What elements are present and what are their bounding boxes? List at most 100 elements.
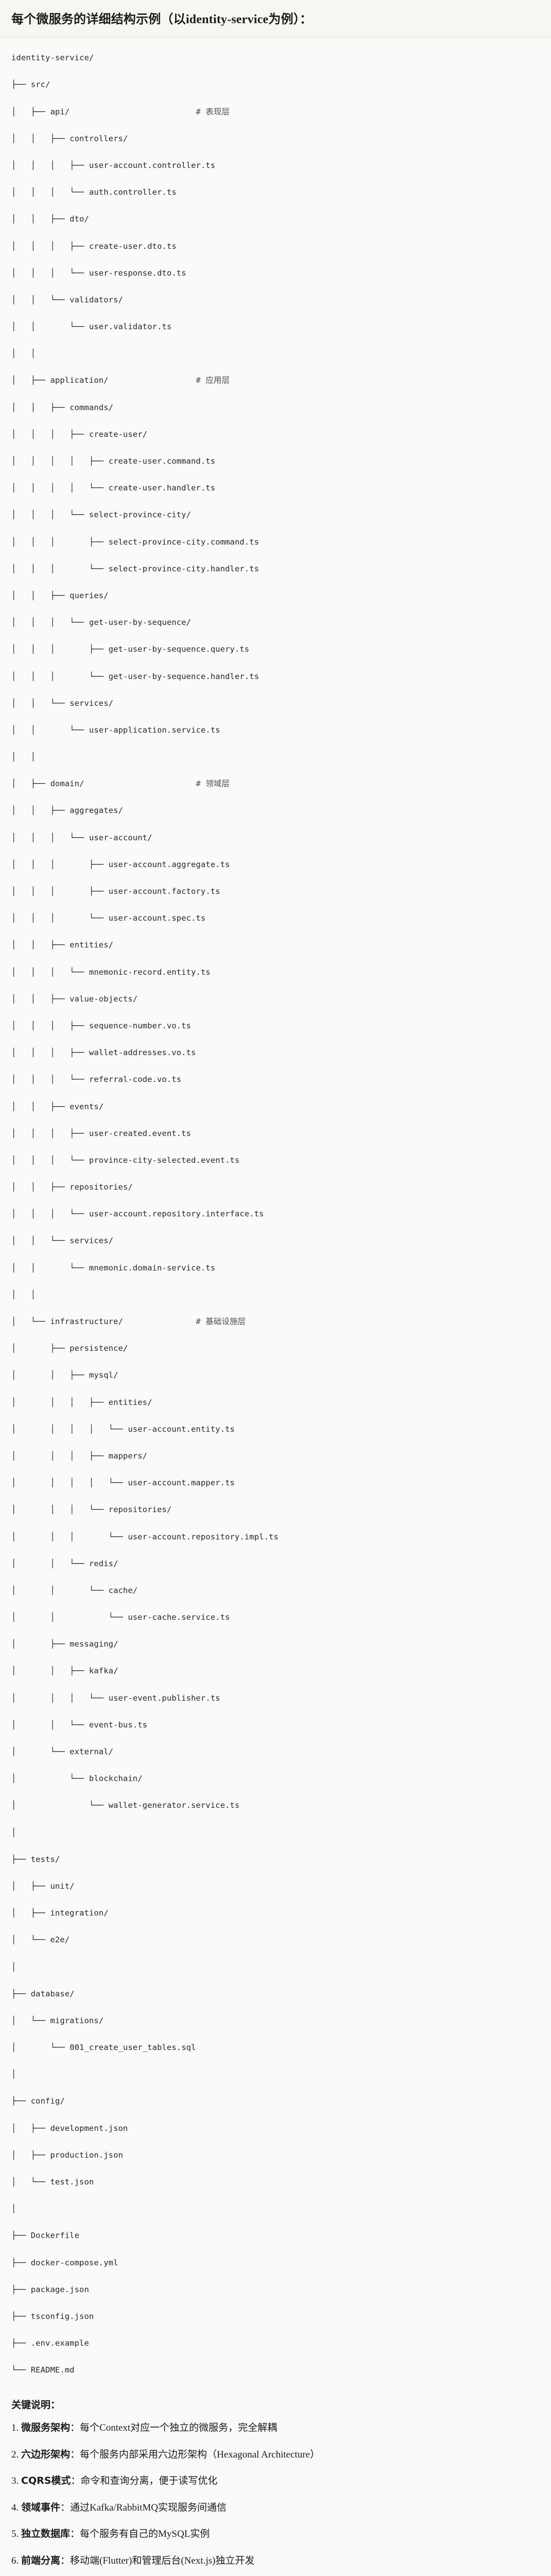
key-note-text: ：命令和查询分离，便于读写优化: [71, 2476, 218, 2487]
tree-line: │ └── infrastructure/ # 基础设施层: [11, 1315, 540, 1328]
tree-line: │ │ └── cache/: [11, 1585, 138, 1595]
key-note-item: 2. 六边形架构：每个服务内部采用六边形架构（Hexagonal Archite…: [11, 2447, 540, 2462]
tree-line: │ │ ├── commands/: [11, 402, 114, 412]
tree-line: │ └── 001_create_user_tables.sql: [11, 2043, 196, 2053]
tree-line: │ │ │ └── user-account/: [11, 833, 152, 842]
tree-line-path: │ ├── application/: [11, 376, 196, 385]
tree-line: │ │ │ ├── create-user.dto.ts: [11, 241, 177, 251]
tree-line: │ │ │ ├── user-account.controller.ts: [11, 160, 216, 170]
tree-line: │ │ │ └── select-province-city.handler.t…: [11, 564, 260, 573]
tree-line: │ │ │ └── user-account.repository.interf…: [11, 1209, 264, 1219]
tree-line: │: [11, 2204, 16, 2214]
tree-line: │ └── test.json: [11, 2177, 94, 2187]
key-note-item: 3. CQRS模式：命令和查询分离，便于读写优化: [11, 2473, 540, 2488]
tree-line: │ │ ├── controllers/: [11, 133, 128, 143]
key-note-item: 5. 独立数据库：每个服务有自己的MySQL实例: [11, 2527, 540, 2541]
tree-line: │ │ ├── dto/: [11, 214, 89, 224]
key-note-text: ：移动端(Flutter)和管理后台(Next.js)独立开发: [60, 2555, 255, 2566]
tree-line: │ │ │ ├── mappers/: [11, 1451, 148, 1461]
tree-line: │ │ ├── value-objects/: [11, 994, 138, 1004]
page-title-service-name: identity-service: [185, 13, 269, 26]
key-note-text: ：通过Kafka/RabbitMQ实现服务间通信: [60, 2502, 227, 2513]
tree-line: │ │ │ ├── create-user/: [11, 429, 148, 439]
tree-line: ├── Dockerfile: [11, 2231, 80, 2241]
key-note-item: 4. 领域事件：通过Kafka/RabbitMQ实现服务间通信: [11, 2500, 540, 2515]
key-note-item: 1. 微服务架构：每个Context对应一个独立的微服务，完全解耦: [11, 2420, 540, 2435]
tree-line: │ ├── integration/: [11, 1908, 109, 1918]
tree-line: │ │ │ └── get-user-by-sequence/: [11, 618, 191, 628]
tree-line: │ ├── persistence/: [11, 1344, 128, 1353]
tree-line: ├── tsconfig.json: [11, 2311, 94, 2321]
tree-line: ├── config/: [11, 2096, 65, 2106]
tree-line-path: │ └── infrastructure/: [11, 1317, 196, 1326]
tree-line: │ │ │ └── user-account.repository.impl.t…: [11, 1532, 279, 1541]
tree-line: │ │ ├── events/: [11, 1101, 104, 1111]
tree-line: │ ├── application/ # 应用层: [11, 374, 540, 387]
tree-line: │ │ └── validators/: [11, 295, 123, 304]
key-note-label: 微服务架构: [21, 2422, 71, 2434]
tree-line: │ │ │ └── auth.controller.ts: [11, 188, 177, 197]
tree-line: │ └── external/: [11, 1747, 114, 1756]
tree-line: │ │ ├── queries/: [11, 590, 109, 600]
tree-line: │ │ └── redis/: [11, 1558, 118, 1568]
tree-line: ├── database/: [11, 1989, 75, 1998]
tree-line: │ │ │ └── user-response.dto.ts: [11, 268, 186, 278]
page-title-prefix: 每个微服务的详细结构示例（以: [11, 12, 186, 26]
tree-line-comment: # 应用层: [196, 376, 230, 385]
tree-line: │ │ │ ├── select-province-city.command.t…: [11, 537, 260, 547]
tree-line: │ │ ├── mysql/: [11, 1370, 118, 1380]
tree-line: │ └── e2e/: [11, 1935, 70, 1945]
tree-line: │ │ │ ├── entities/: [11, 1397, 152, 1407]
tree-line: │ │: [11, 752, 36, 762]
tree-line: │: [11, 2070, 16, 2079]
tree-line: │ └── wallet-generator.service.ts: [11, 1801, 240, 1810]
tree-line-path: │ ├── domain/: [11, 779, 196, 789]
tree-line: │ │ └── event-bus.ts: [11, 1720, 148, 1730]
page-title: 每个微服务的详细结构示例（以identity-service为例）：: [11, 11, 540, 28]
tree-line: │ ├── api/ # 表现层: [11, 105, 540, 118]
tree-line: │ ├── messaging/: [11, 1639, 118, 1649]
tree-line: │: [11, 1962, 16, 1972]
tree-line: ├── docker-compose.yml: [11, 2258, 118, 2267]
tree-line: │ │ │ └── get-user-by-sequence.handler.t…: [11, 671, 260, 681]
tree-line: │ │: [11, 1290, 36, 1299]
tree-line: │ │ │ └── referral-code.vo.ts: [11, 1075, 182, 1084]
document-header: 每个微服务的详细结构示例（以identity-service为例）：: [0, 0, 551, 38]
tree-line: │ │ │ │ └── user-account.mapper.ts: [11, 1478, 235, 1488]
tree-line: │ │ │ └── province-city-selected.event.t…: [11, 1155, 240, 1165]
tree-line: │ │ └── services/: [11, 1236, 114, 1246]
tree-line: │ │ │ └── user-event.publisher.ts: [11, 1693, 220, 1703]
tree-line: │ │ │ └── select-province-city/: [11, 510, 191, 520]
key-note-item: 6. 前端分离：移动端(Flutter)和管理后台(Next.js)独立开发: [11, 2553, 540, 2568]
tree-line: │: [11, 1827, 16, 1837]
key-note-index: 1.: [11, 2422, 21, 2434]
tree-line: │ │ │ ├── user-account.factory.ts: [11, 887, 220, 896]
tree-line: │ │ ├── repositories/: [11, 1182, 133, 1192]
tree-line: │ │ │ ├── user-created.event.ts: [11, 1128, 191, 1138]
tree-line: │ ├── production.json: [11, 2150, 123, 2160]
key-note-label: 独立数据库: [21, 2528, 71, 2540]
tree-line: │ │ │ └── user-account.spec.ts: [11, 913, 206, 923]
tree-line: │ │ │ │ └── user-account.entity.ts: [11, 1424, 235, 1434]
key-notes-list: 1. 微服务架构：每个Context对应一个独立的微服务，完全解耦 2. 六边形架…: [11, 2420, 540, 2568]
tree-line: ├── package.json: [11, 2284, 89, 2294]
tree-line: │ │ │ │ └── create-user.handler.ts: [11, 483, 216, 493]
tree-line: ├── .env.example: [11, 2338, 89, 2348]
tree-line: │ │: [11, 349, 36, 359]
tree-line: │ │ │ ├── user-account.aggregate.ts: [11, 859, 230, 869]
tree-line: │ │ │ ├── sequence-number.vo.ts: [11, 1021, 191, 1030]
key-note-label: 领域事件: [21, 2501, 61, 2513]
directory-tree: identity-service/ ├── src/ │ ├── api/ # …: [11, 51, 540, 2377]
tree-line-comment: # 基础设施层: [196, 1317, 246, 1326]
tree-line: │ │ │ └── mnemonic-record.entity.ts: [11, 967, 211, 977]
tree-line: │ │ ├── entities/: [11, 940, 114, 950]
key-note-index: 2.: [11, 2449, 21, 2460]
key-note-label: CQRS模式: [21, 2475, 71, 2487]
tree-line: │ │ │ │ ├── create-user.command.ts: [11, 456, 216, 466]
page-title-suffix: 为例）：: [268, 12, 313, 26]
tree-line-path: │ ├── api/: [11, 107, 196, 116]
directory-tree-block: identity-service/ ├── src/ │ ├── api/ # …: [0, 38, 551, 2388]
tree-line: │ │ ├── aggregates/: [11, 806, 123, 816]
key-note-index: 4.: [11, 2502, 21, 2513]
